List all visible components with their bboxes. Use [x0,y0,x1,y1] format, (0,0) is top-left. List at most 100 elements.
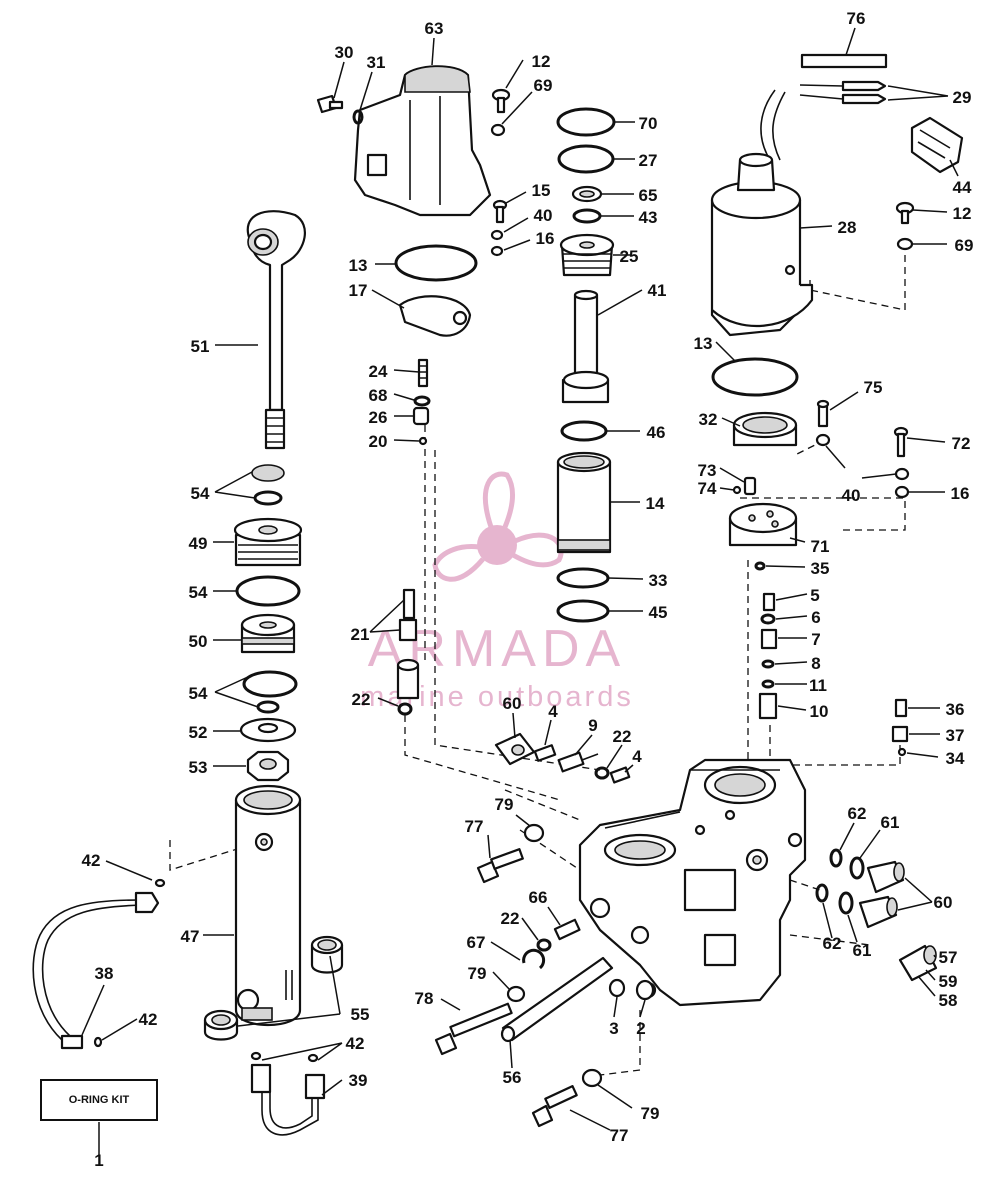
callout-21: 21 [351,625,370,644]
callout-43: 43 [639,208,658,227]
check-valve-9 [557,751,599,773]
callout-30: 30 [335,43,354,62]
piston-50 [240,613,296,654]
callout-39: 39 [349,1071,368,1090]
seat-22-left [396,658,420,700]
gland-25 [559,233,615,277]
callout-42: 42 [82,851,101,870]
screw-12-top [491,88,511,114]
seat-10 [758,692,778,720]
coupler-32 [732,411,798,447]
callout-29: 29 [953,88,972,107]
o-ring-kit-box: O-RING KIT [40,1079,158,1121]
callout-56: 56 [503,1068,522,1087]
bushings-55 [203,935,344,1041]
callout-76: 76 [847,9,866,28]
o-ring-22-lower [536,938,552,952]
callout-54-b: 54 [189,583,208,602]
callout-17: 17 [349,281,368,300]
cylinder-cap-49 [233,517,303,567]
callout-61-b: 61 [853,941,872,960]
callout-1: 1 [94,1151,103,1170]
heat-sleeve-76 [800,53,888,69]
callout-60-right: 60 [934,893,953,912]
callout-32: 32 [699,410,718,429]
callout-41: 41 [648,281,667,300]
reservoir-cover-63 [353,65,492,217]
callout-79: 79 [495,795,514,814]
callout-54-c: 54 [189,684,208,703]
propeller-logo-icon [432,471,564,582]
callout-69: 69 [534,76,553,95]
callout-9: 9 [588,716,597,735]
plug-60-right-upper [866,860,905,894]
callout-62: 62 [848,804,867,823]
washer-16-top [490,245,504,257]
o-ring-54-c [242,670,298,698]
o-ring-13-right [711,357,799,397]
callout-61: 61 [881,813,900,832]
callout-5: 5 [810,586,819,605]
callout-42-c: 42 [346,1034,365,1053]
screw-12-right [895,201,915,225]
bolt-77-upper [476,848,524,884]
callout-79-c: 79 [641,1104,660,1123]
callout-15: 15 [532,181,551,200]
seal-65 [571,185,603,203]
screw-75 [816,399,830,428]
trim-rod-51 [246,210,306,450]
line-assembly-38 [32,878,166,1050]
callout-37: 37 [946,726,965,745]
leader-lines [81,27,959,1155]
o-ring-27 [557,144,615,174]
callout-22-b: 22 [613,727,632,746]
callout-59: 59 [939,972,958,991]
pump-71 [728,502,798,547]
piston-rod-41 [561,289,610,404]
callout-labels: 63 30 31 12 69 76 29 70 27 65 43 15 40 1… [82,9,974,1170]
callout-58: 58 [939,991,958,1010]
plate-17 [398,295,472,337]
callout-13: 13 [349,256,368,275]
valve-21 [398,618,418,642]
callout-67: 67 [467,933,486,952]
spring-4-right [609,766,631,784]
callout-77-b: 77 [610,1126,629,1145]
callout-40: 40 [534,206,553,225]
callout-6: 6 [811,608,820,627]
washer-40-top [490,229,504,241]
callout-25: 25 [620,247,639,266]
o-ring-46 [560,420,608,442]
washer-40-right-a [815,433,831,447]
o-ring-31 [352,109,364,125]
washer-69-right [896,237,914,251]
callout-79-b: 79 [468,964,487,983]
callout-33: 33 [649,571,668,590]
callout-63: 63 [425,19,444,38]
o-ring-54-b [235,575,301,607]
bushing-3 [608,978,626,998]
callout-53: 53 [189,758,208,777]
manifold-housing [578,758,807,1007]
callout-22: 22 [352,690,371,709]
callout-22-c: 22 [501,909,520,928]
wire-terminals-29 [799,80,887,105]
callout-3: 3 [609,1019,618,1038]
washer-69-top [490,123,506,137]
o-ring-62-lower [815,883,829,903]
callout-60: 60 [503,694,522,713]
cylinder-sleeve-14 [556,451,612,554]
plunger-37 [891,725,909,743]
callout-52: 52 [189,723,208,742]
callout-13-right: 13 [694,334,713,353]
callout-57: 57 [939,948,958,967]
callout-55: 55 [351,1005,370,1024]
washer-52 [239,717,297,743]
callout-7: 7 [811,630,820,649]
callout-35: 35 [811,559,830,578]
piston-seal-set-54 [251,464,285,506]
callout-40-right: 40 [842,486,861,505]
callout-27: 27 [639,151,658,170]
callout-68: 68 [369,386,388,405]
